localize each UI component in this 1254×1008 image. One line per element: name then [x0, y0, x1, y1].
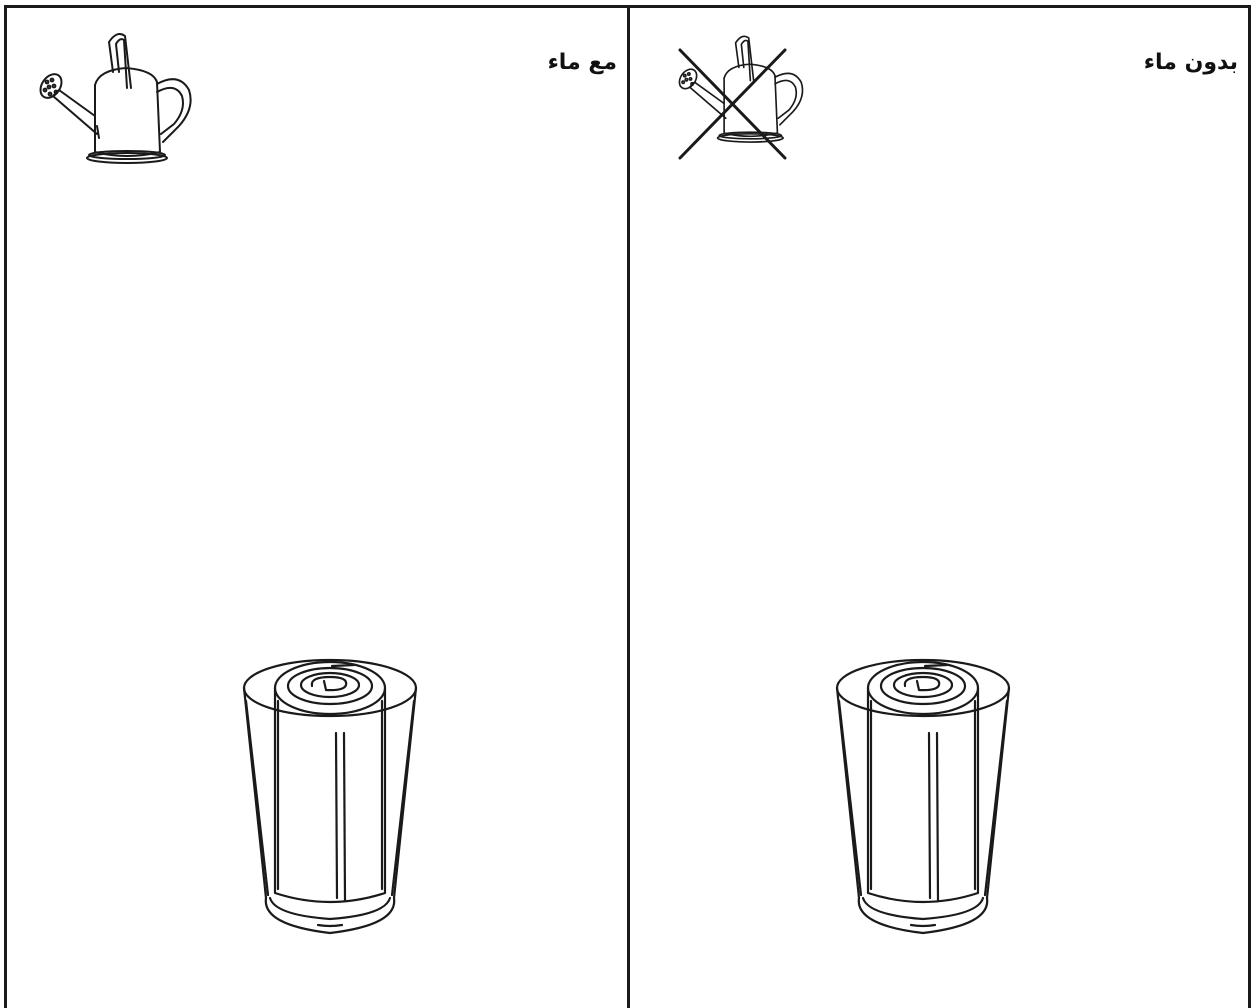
panel-with-water: مع ماء — [7, 8, 630, 1008]
rolled-sponge-cup — [240, 653, 420, 948]
panel-without-water: بدون ماء — [630, 8, 1248, 1008]
watering-can-icon — [29, 30, 199, 180]
watering-can-crossed-icon — [658, 25, 828, 175]
rolled-sponge-cup — [833, 653, 1013, 948]
comparison-sheet: مع ماء — [4, 5, 1251, 1008]
panel-label-with-water: مع ماء — [548, 50, 617, 75]
panel-label-without-water: بدون ماء — [1144, 50, 1238, 75]
